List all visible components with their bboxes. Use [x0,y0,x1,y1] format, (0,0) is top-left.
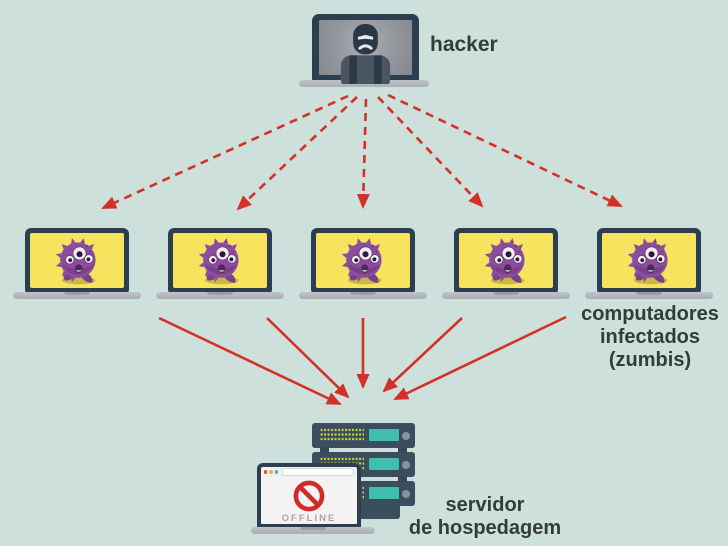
infected-computer-screen [597,228,701,293]
prohibition-icon [293,480,325,512]
server-led-grid [320,428,364,442]
server-panel [369,487,399,499]
infected-screen [173,233,267,288]
hosting-server-label: servidor de hospedagem [404,494,566,540]
dashed-arrow [387,93,623,208]
command-arrows [101,93,623,211]
laptop-base [156,292,284,299]
hacker-label: hacker [430,33,498,56]
attack-arrow [158,316,342,406]
infected-computer [442,228,570,300]
virus-monster-icon [336,234,390,288]
virus-monster-icon [50,234,104,288]
infected-computer-screen [454,228,558,293]
infected-computer [13,228,141,300]
dashed-arrow [101,94,349,210]
server-panel [369,458,399,470]
infected-screen [30,233,124,288]
infected-computer [585,228,713,300]
laptop-base [13,292,141,299]
browser-titlebar [261,467,357,477]
laptop-base [442,292,570,299]
hacker-icon [340,24,391,84]
server-panel [369,429,399,441]
browser-dot-yellow-icon [269,470,273,474]
infected-computer [299,228,427,300]
dashed-arrow [236,96,358,211]
infected-screen [459,233,553,288]
infected-label-line: infectados [599,326,701,348]
server-label-line: de hospedagem [408,517,562,539]
laptop-base [585,292,713,299]
browser-content: OFFLINE [261,477,357,524]
browser-address-bar [282,468,354,476]
virus-monster-icon [622,234,676,288]
virus-monster-icon [479,234,533,288]
infected-screen [602,233,696,288]
server-connector [398,447,407,453]
infected-computer [156,228,284,300]
laptop-base [299,292,427,299]
infected-computer-screen [25,228,129,293]
server-power-dot [402,460,410,469]
attack-arrow [393,315,567,401]
dashed-arrow [356,98,370,209]
infected-computer-screen [168,228,272,293]
infected-screen [316,233,410,288]
server-connector [320,447,329,453]
infected-computers-label: computadores infectados (zumbis) [569,303,728,372]
offline-laptop-base [251,527,375,534]
server-label-line: servidor [445,494,525,516]
infected-label-line: (zumbis) [608,349,692,371]
attack-arrows [158,315,567,406]
attack-arrow [266,317,350,399]
browser-dot-red-icon [264,470,268,474]
server-connector [398,476,407,482]
infected-label-line: computadores [581,303,719,325]
attack-arrow [382,317,463,393]
server-power-dot [402,489,410,498]
virus-monster-icon [193,234,247,288]
offline-text: OFFLINE [281,513,337,524]
dashed-arrow [377,96,484,208]
server-unit [312,423,415,448]
browser-dot-blue-icon [274,470,279,474]
offline-laptop-frame: OFFLINE [257,463,361,528]
infected-computer-screen [311,228,415,293]
server-power-dot [402,431,410,440]
